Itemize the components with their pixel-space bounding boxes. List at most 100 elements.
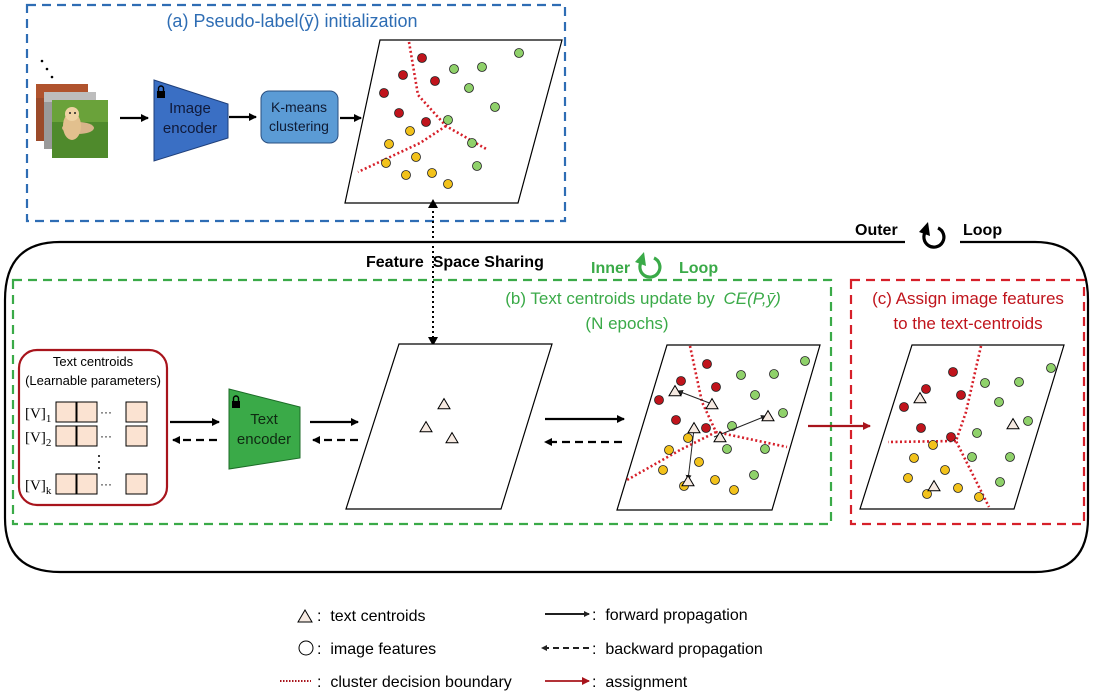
parameter-cell [76,401,98,423]
legend-label-image-features: : image features [317,641,436,658]
feature-space-plane [616,344,821,511]
image-feature-point [694,457,704,467]
image-feature-point [701,423,711,433]
text-centroid-triangle [437,397,451,410]
feature-space-c [859,344,1065,510]
image-feature-point [995,477,1005,487]
section-b-box [11,278,833,526]
image-feature-point [972,428,982,438]
inner-loop-icon [635,252,662,279]
image-feature-point [711,382,721,392]
image-feature-point [956,390,966,400]
image-feature-point [654,395,664,405]
text-encoder-label-1: Text [250,411,278,428]
inner-loop-label-right: Loop [679,260,718,277]
outer-loop-icon [919,222,946,249]
image-feature-point [921,384,931,394]
text-encoder [228,388,301,470]
image-feature-point [664,445,674,455]
feature-space-b-initial [345,343,553,510]
image-feature-point [967,452,977,462]
feature-space-plane [859,344,1065,510]
section-c-title: (c) Assign image features [872,289,1064,308]
feature-space-sharing-label: Feature Space Sharing [366,254,544,271]
image-feature-point [381,158,391,168]
image-feature-point [722,444,732,454]
parameter-row-label: [V]2 [25,430,51,449]
feature-space-plane [345,343,553,510]
cluster-decision-boundary [357,124,447,174]
image-feature-point [384,139,394,149]
legend-label-backward: : backward propagation [592,641,763,658]
image-feature-point [467,138,477,148]
parameter-cell [55,401,77,423]
text-centroid-triangle [913,391,927,404]
parameter-cell [76,473,98,495]
lock-icon [232,395,240,408]
legend-circle-icon [298,640,314,656]
image-feature-point [994,397,1004,407]
image-feature-point [401,170,411,180]
image-feature-point [427,168,437,178]
legend-label-text-centroids: : text centroids [317,608,426,625]
legend: : text centroids : image features : clus… [280,607,763,691]
feature-sharing-arrowhead-down [428,337,438,346]
inner-loop-label-left: Inner [591,260,630,277]
image-feature-point [974,492,984,502]
input-image-stack [36,84,108,158]
feature-space-a [344,39,563,204]
image-feature-point [443,179,453,189]
text-centroids-subtitle: (Learnable parameters) [25,373,161,388]
kmeans-label-2: clustering [269,118,329,134]
image-feature-point [398,70,408,80]
kmeans-label-1: K-means [271,99,327,115]
section-c-subtitle: to the text-centroids [893,314,1042,333]
image-feature-point [430,76,440,86]
image-feature-point [940,465,950,475]
centroid-update-arrow [713,415,767,438]
image-feature-point [411,152,421,162]
text-centroid-triangle [761,409,775,422]
parameter-row-subscript: 2 [46,437,52,449]
image-feature-point [477,62,487,72]
image-feature-point [449,64,459,74]
image-feature-point [800,356,810,366]
image-feature-point [1005,452,1015,462]
feature-space-b-updated [616,344,821,511]
image-feature-point [417,53,427,63]
parameter-cell [76,425,98,447]
image-feature-point [760,444,770,454]
centroid-update-arrow [685,428,695,481]
image-feature-point [899,402,909,412]
image-feature-point [443,115,453,125]
vertical-ellipsis [98,455,100,469]
text-centroid-triangle [445,431,459,444]
image-feature-point [710,475,720,485]
image-encoder-label-1: Image [169,100,211,117]
section-a-title: (a) Pseudo-label(ȳ) initialization [166,11,417,31]
parameter-row-subscript: 1 [46,413,52,425]
section-b-subtitle: (N epochs) [585,314,668,333]
image-feature-point [394,108,404,118]
section-a-box [25,3,567,223]
image-feature-point [778,408,788,418]
section-c-box [849,278,1086,526]
text-centroid-triangle [1006,417,1020,430]
outer-loop-label-left: Outer [855,222,898,239]
parameter-cell [125,401,148,423]
image-feature-point [676,376,686,386]
text-encoder-label-2: encoder [237,431,291,448]
image-feature-point [514,48,524,58]
image-feature-point [922,489,932,499]
parameter-row-ellipsis: ··· [100,477,112,491]
centroid-update-arrow [677,389,713,405]
image-feature-point [421,117,431,127]
image-feature-point [769,369,779,379]
parameter-cell [55,473,77,495]
parameter-row-label: [V]k [25,478,52,497]
image-feature-point [948,367,958,377]
image-feature-point [946,432,956,442]
legend-label-forward: : forward propagation [592,607,748,624]
outer-loop-box [3,240,1090,574]
